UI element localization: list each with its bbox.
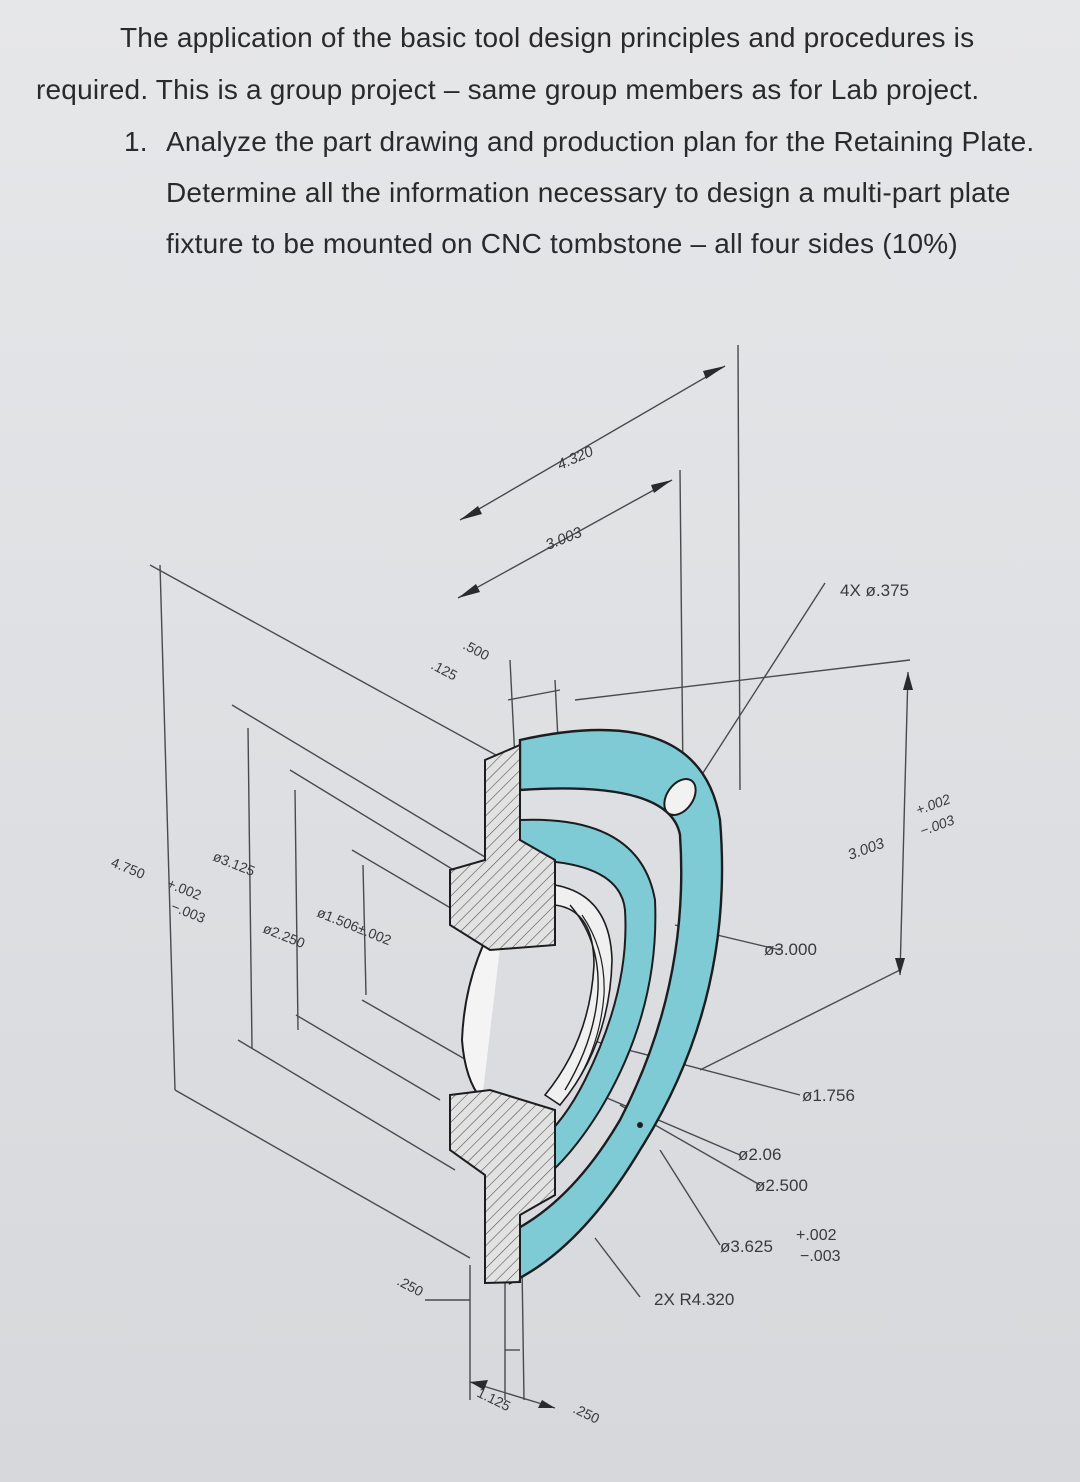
dim-500: .500 (461, 637, 493, 664)
list-item-line-2: Determine all the information necessary … (166, 177, 1011, 208)
dim-4750-tol-plus: +.002 (165, 875, 204, 903)
list-item-line-1: Analyze the part drawing and production … (166, 126, 1035, 157)
dim-holes: 4X ø.375 (840, 581, 909, 600)
part-body (449, 728, 724, 1285)
dim-125: .125 (429, 657, 461, 684)
dim-3003-top: 3.003 (543, 524, 585, 554)
arrowheads (458, 366, 913, 1408)
dim-1756: ø1.756 (802, 1086, 855, 1105)
dim-3625-tol-plus: +.002 (796, 1227, 837, 1244)
dim-3625-tol-minus: −.003 (800, 1248, 841, 1265)
instruction-line-1: The application of the basic tool design… (120, 22, 975, 53)
dim-3000: ø3.000 (764, 940, 817, 959)
dim-2500: ø2.500 (755, 1176, 808, 1195)
dim-1506: ø1.506±.002 (315, 904, 394, 948)
dim-3003-height: 3.003 (846, 835, 888, 864)
dim-radius: 2X R4.320 (654, 1290, 734, 1309)
list-item-number: 1. (124, 126, 148, 157)
dim-3125: ø3.125 (211, 848, 258, 879)
dim-2250: ø2.250 (261, 920, 308, 951)
dim-4750-tol-minus: −.003 (169, 898, 208, 926)
list-item-line-3: fixture to be mounted on CNC tombstone –… (166, 228, 958, 259)
dim-3625: ø3.625 (720, 1237, 773, 1256)
dim-206: ø2.06 (738, 1145, 781, 1164)
dim-250-right: .250 (571, 1400, 603, 1426)
instruction-line-2: required. This is a group project – same… (36, 74, 980, 105)
dim-4320: 4.320 (555, 443, 597, 474)
dim-250-left: .250 (395, 1273, 427, 1300)
dim-4750: 4.750 (109, 854, 148, 882)
